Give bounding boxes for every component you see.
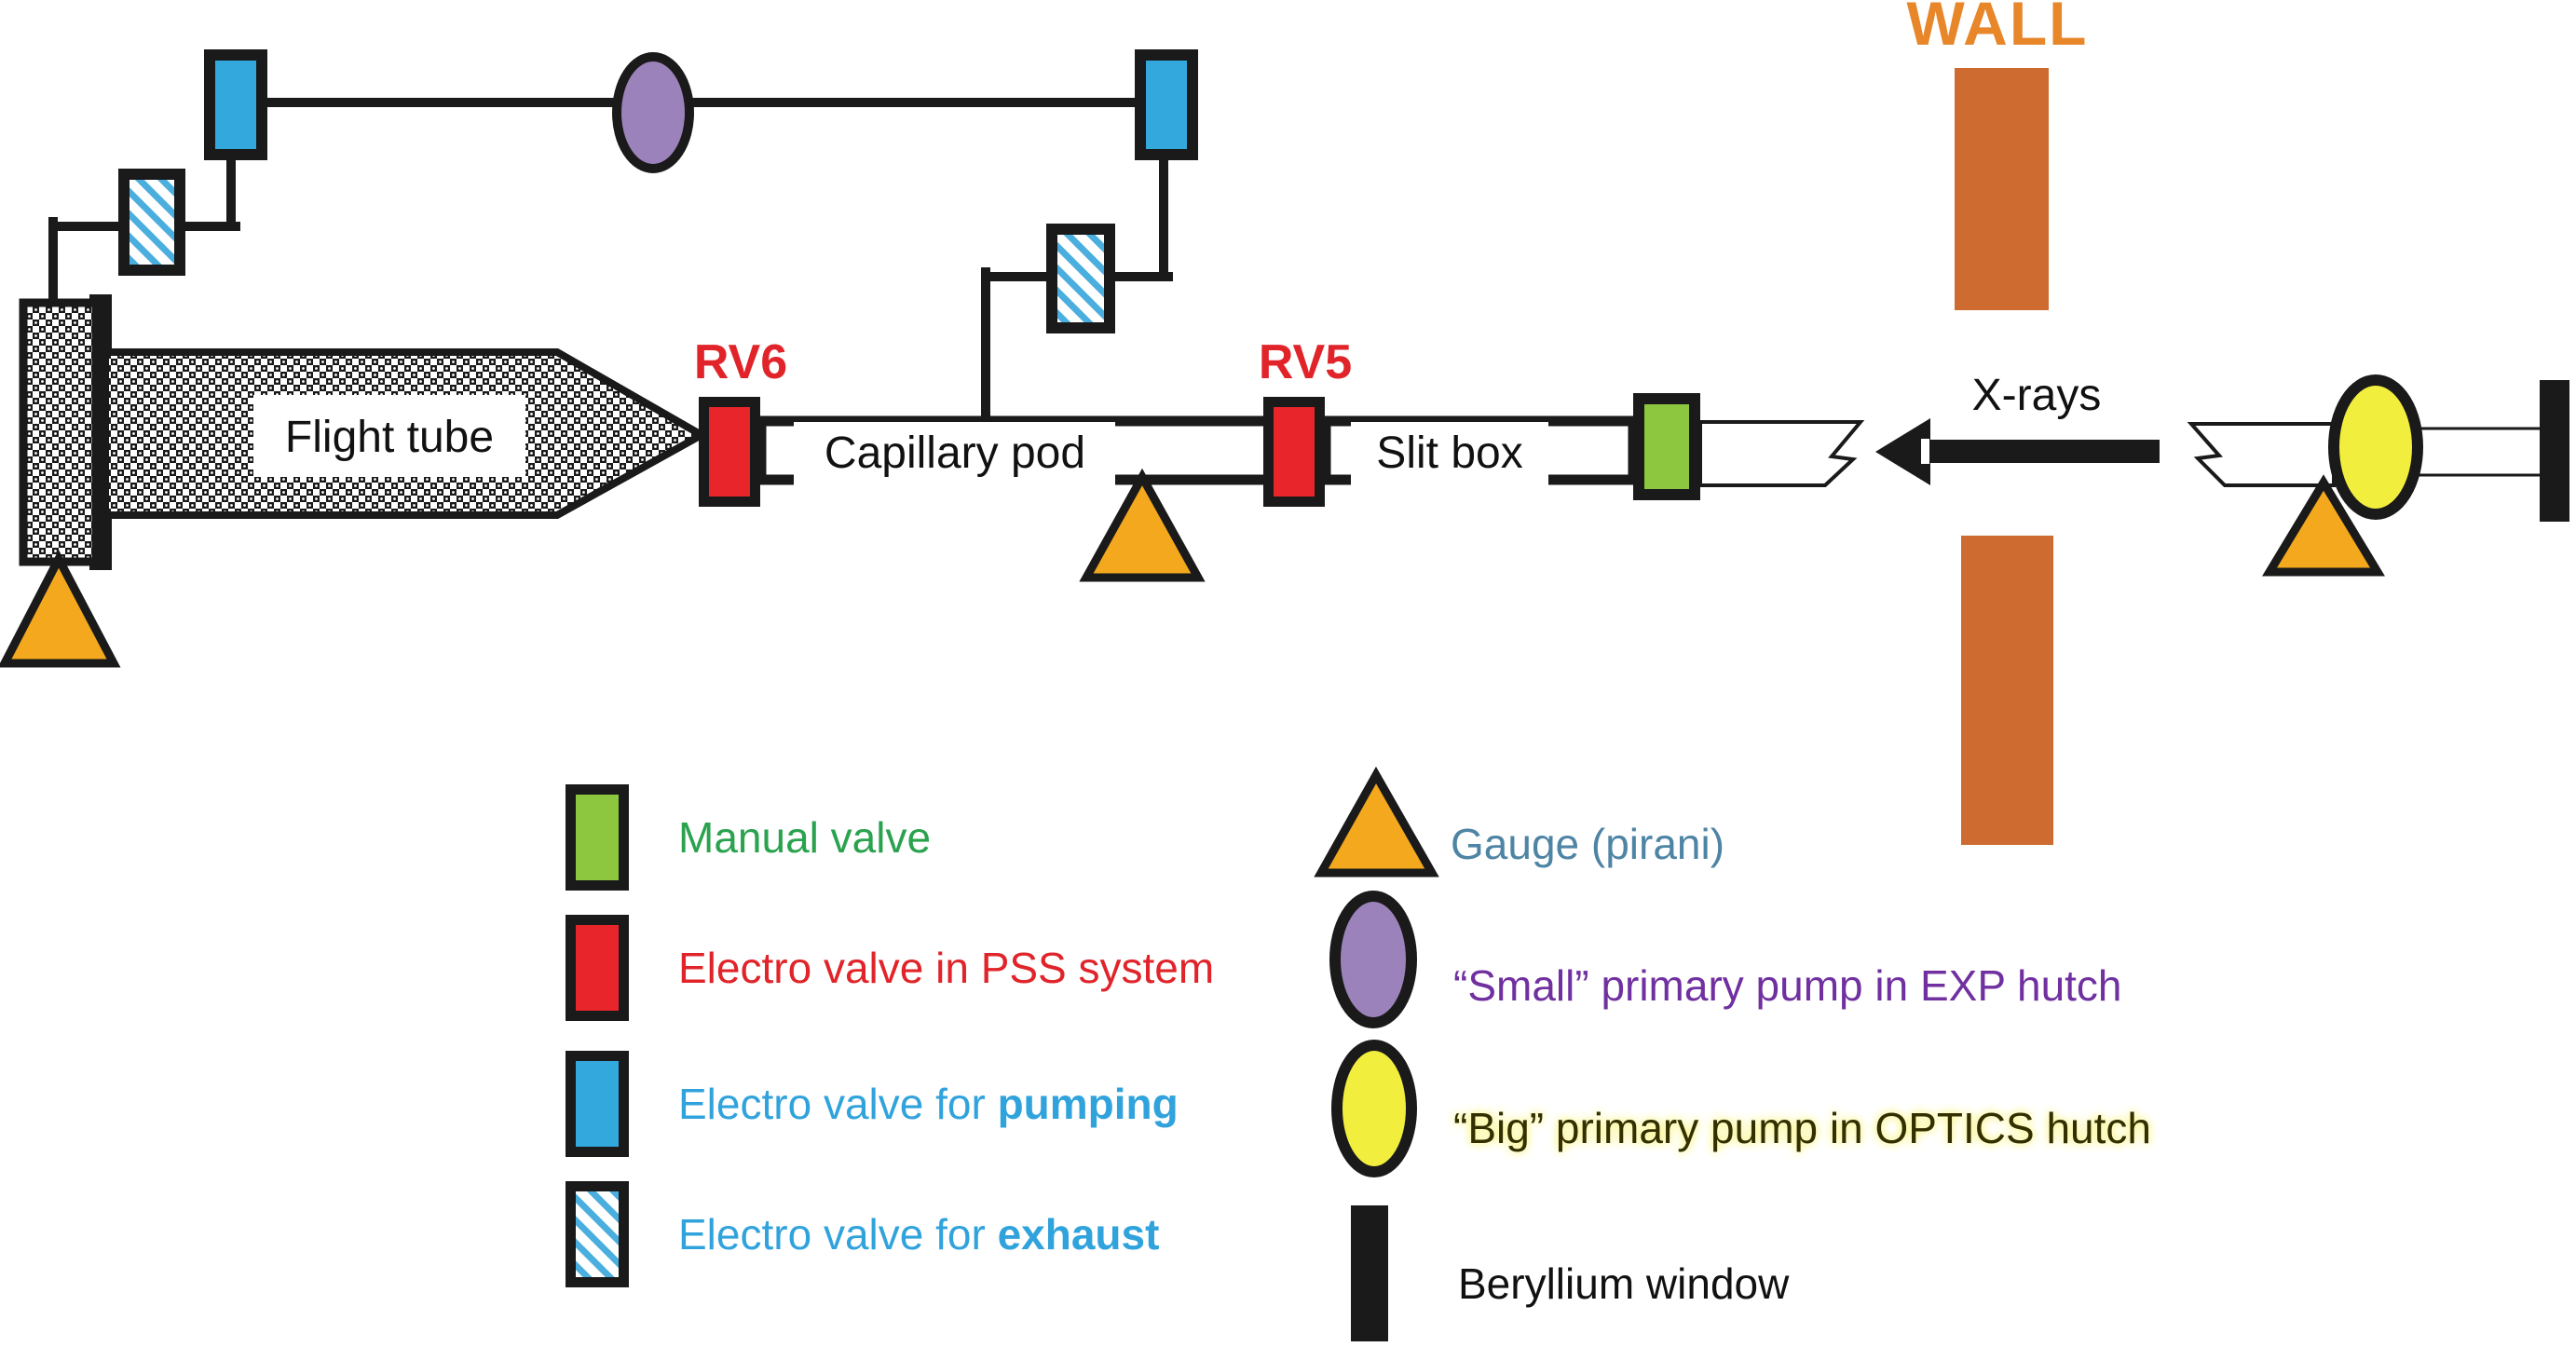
wall-lower-block [1961, 536, 2053, 845]
legend-small-pump-label: “Small” primary pump in EXP hutch [1453, 961, 2122, 1010]
electro-valve-exhaust-1-icon [118, 169, 185, 276]
big-primary-pump-icon [2328, 374, 2423, 520]
rv6-label: RV6 [694, 335, 787, 389]
legend-left-column: Manual valve Electro valve in PSS system… [566, 784, 1214, 1287]
legend-gauge-label: Gauge (pirani) [1451, 820, 1724, 868]
swatch-fill [576, 795, 619, 880]
capillary-pod-label: Capillary pod [825, 429, 1085, 478]
legend-beryllium-label: Beryllium window [1458, 1259, 1790, 1308]
swatch-fill [576, 1061, 619, 1147]
electro-valve-pumping-swatch [566, 1051, 629, 1157]
valve-fill [1274, 407, 1315, 497]
label-prefix: Electro valve for [678, 1080, 998, 1128]
beryllium-window-icon [2540, 380, 2569, 522]
xrays-label: X-rays [1972, 371, 2102, 420]
legend-big-pump-label: “Big” primary pump in OPTICS hutch [1453, 1104, 2151, 1152]
flight-tube-flange [19, 298, 101, 566]
label-bold: exhaust [998, 1210, 1160, 1259]
wall-upper-block [1955, 68, 2049, 310]
electro-valve-pumping-1-icon [204, 49, 267, 160]
manual-valve-swatch [566, 784, 629, 891]
legend-right-column: Gauge (pirani) “Small” primary pump in E… [1314, 766, 2151, 1341]
pumping-manifold [48, 49, 1198, 429]
slit-box-section: Slit box [1320, 393, 1865, 500]
slit-box-label-box [1351, 422, 1548, 485]
electro-valve-exhaust-2-icon [1046, 224, 1115, 333]
small-primary-pump-icon [612, 52, 694, 173]
swatch-fill [576, 1191, 619, 1277]
broken-tube-right-piece [2187, 422, 2336, 487]
electro-valve-pumping-2-icon [1135, 49, 1198, 160]
flight-tube-assembly: Flight tube [0, 294, 710, 668]
electro-valve-exhaust-swatch [566, 1181, 629, 1287]
capillary-pod-label-box [794, 422, 1115, 487]
legend-exhaust-valve-label: Electro valve for exhaust [678, 1210, 1159, 1259]
electro-valve-rv5-icon [1263, 397, 1325, 507]
label-prefix: Electro valve for [678, 1210, 998, 1259]
legend-pumping-valve-label: Electro valve for pumping [678, 1080, 1179, 1128]
valve-fill [1644, 404, 1689, 489]
legend-pss-valve-label: Electro valve in PSS system [678, 944, 1214, 992]
xray-beam-arrow [1875, 418, 2160, 485]
electro-valve-rv6-icon [699, 397, 760, 507]
optics-hutch-section [2187, 374, 2569, 577]
flight-tube-label-box [253, 395, 525, 477]
rv5-label: RV5 [1259, 335, 1352, 389]
capillary-pod-section: Capillary pod RV6 RV5 [694, 335, 1352, 582]
xray-beam-and-wall: WALL X-rays [1875, 0, 2160, 845]
valve-fill [129, 180, 174, 265]
broken-tube-left-piece [1698, 420, 1865, 487]
gauge-pirani-flight-tube-icon [0, 550, 121, 668]
gauge-pirani-swatch [1314, 766, 1439, 878]
valve-fill [709, 407, 750, 497]
label-bold: pumping [998, 1080, 1179, 1128]
swatch-fill [576, 925, 619, 1011]
legend-manual-valve-label: Manual valve [678, 813, 931, 862]
slit-box-label: Slit box [1376, 429, 1522, 478]
wall-label: WALL [1907, 0, 2089, 58]
valve-fill [215, 61, 256, 149]
gauge-pirani-capillary-icon [1079, 468, 1206, 582]
gauge-pirani-optics-icon [2262, 474, 2385, 577]
beam-arrowhead-left-icon [1875, 418, 1930, 485]
big-primary-pump-swatch [1331, 1040, 1417, 1177]
beam-shaft [1930, 440, 2160, 463]
valve-fill [1146, 61, 1187, 149]
small-primary-pump-swatch [1329, 891, 1417, 1028]
electro-valve-pss-swatch [566, 915, 629, 1021]
beam-notch [1921, 439, 1929, 464]
valve-fill [1057, 235, 1104, 322]
manual-valve-icon [1633, 393, 1700, 500]
flight-tube-label: Flight tube [285, 413, 494, 462]
beryllium-window-swatch [1351, 1205, 1388, 1341]
